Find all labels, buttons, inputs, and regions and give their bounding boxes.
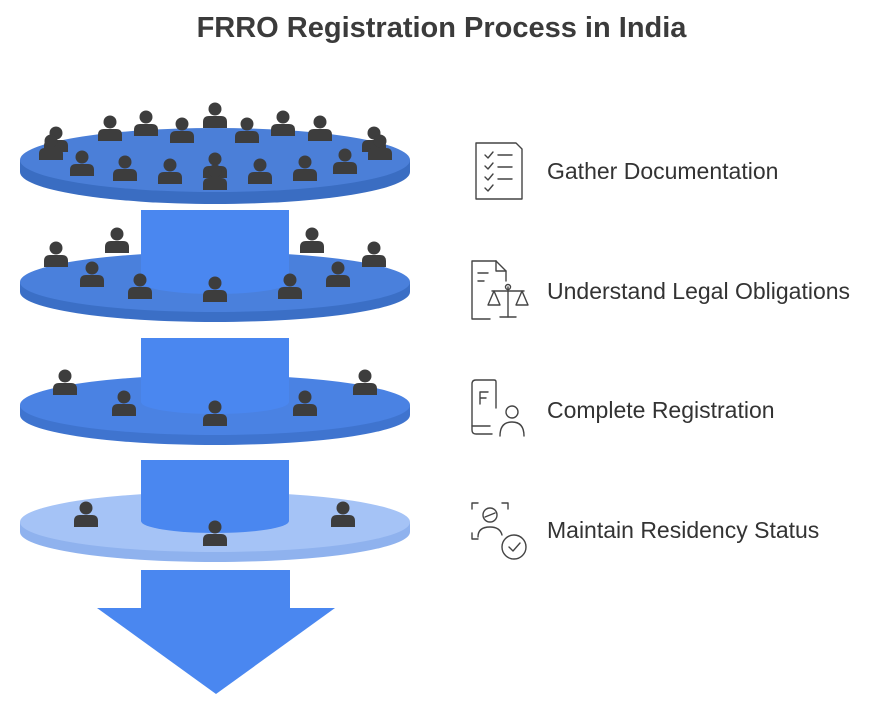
legal-document-scale-icon [466, 259, 530, 323]
flow-arrow [97, 570, 335, 694]
form-user-icon [466, 378, 530, 442]
user-verified-icon [466, 497, 530, 561]
person-icon [300, 227, 324, 253]
person-icon [53, 369, 77, 395]
person-icon [362, 241, 386, 267]
person-icon [353, 369, 377, 395]
person-icon [44, 241, 68, 267]
funnel-layer-4 [20, 460, 410, 562]
funnel-layer-3 [20, 338, 410, 445]
stage-label-maintain-residency-status: Maintain Residency Status [547, 517, 820, 543]
funnel-layer-2 [20, 210, 410, 322]
person-icon [203, 102, 227, 128]
person-icon [134, 110, 158, 136]
stage-label-understand-legal-obligations: Understand Legal Obligations [547, 278, 851, 304]
person-icon [98, 115, 122, 141]
stage-label-complete-registration: Complete Registration [547, 397, 775, 423]
person-icon [271, 110, 295, 136]
stage-label-gather-documentation: Gather Documentation [547, 158, 779, 184]
person-icon [308, 115, 332, 141]
person-icon [105, 227, 129, 253]
page-title: FRRO Registration Process in India [196, 12, 687, 44]
checklist-icon [466, 139, 530, 203]
